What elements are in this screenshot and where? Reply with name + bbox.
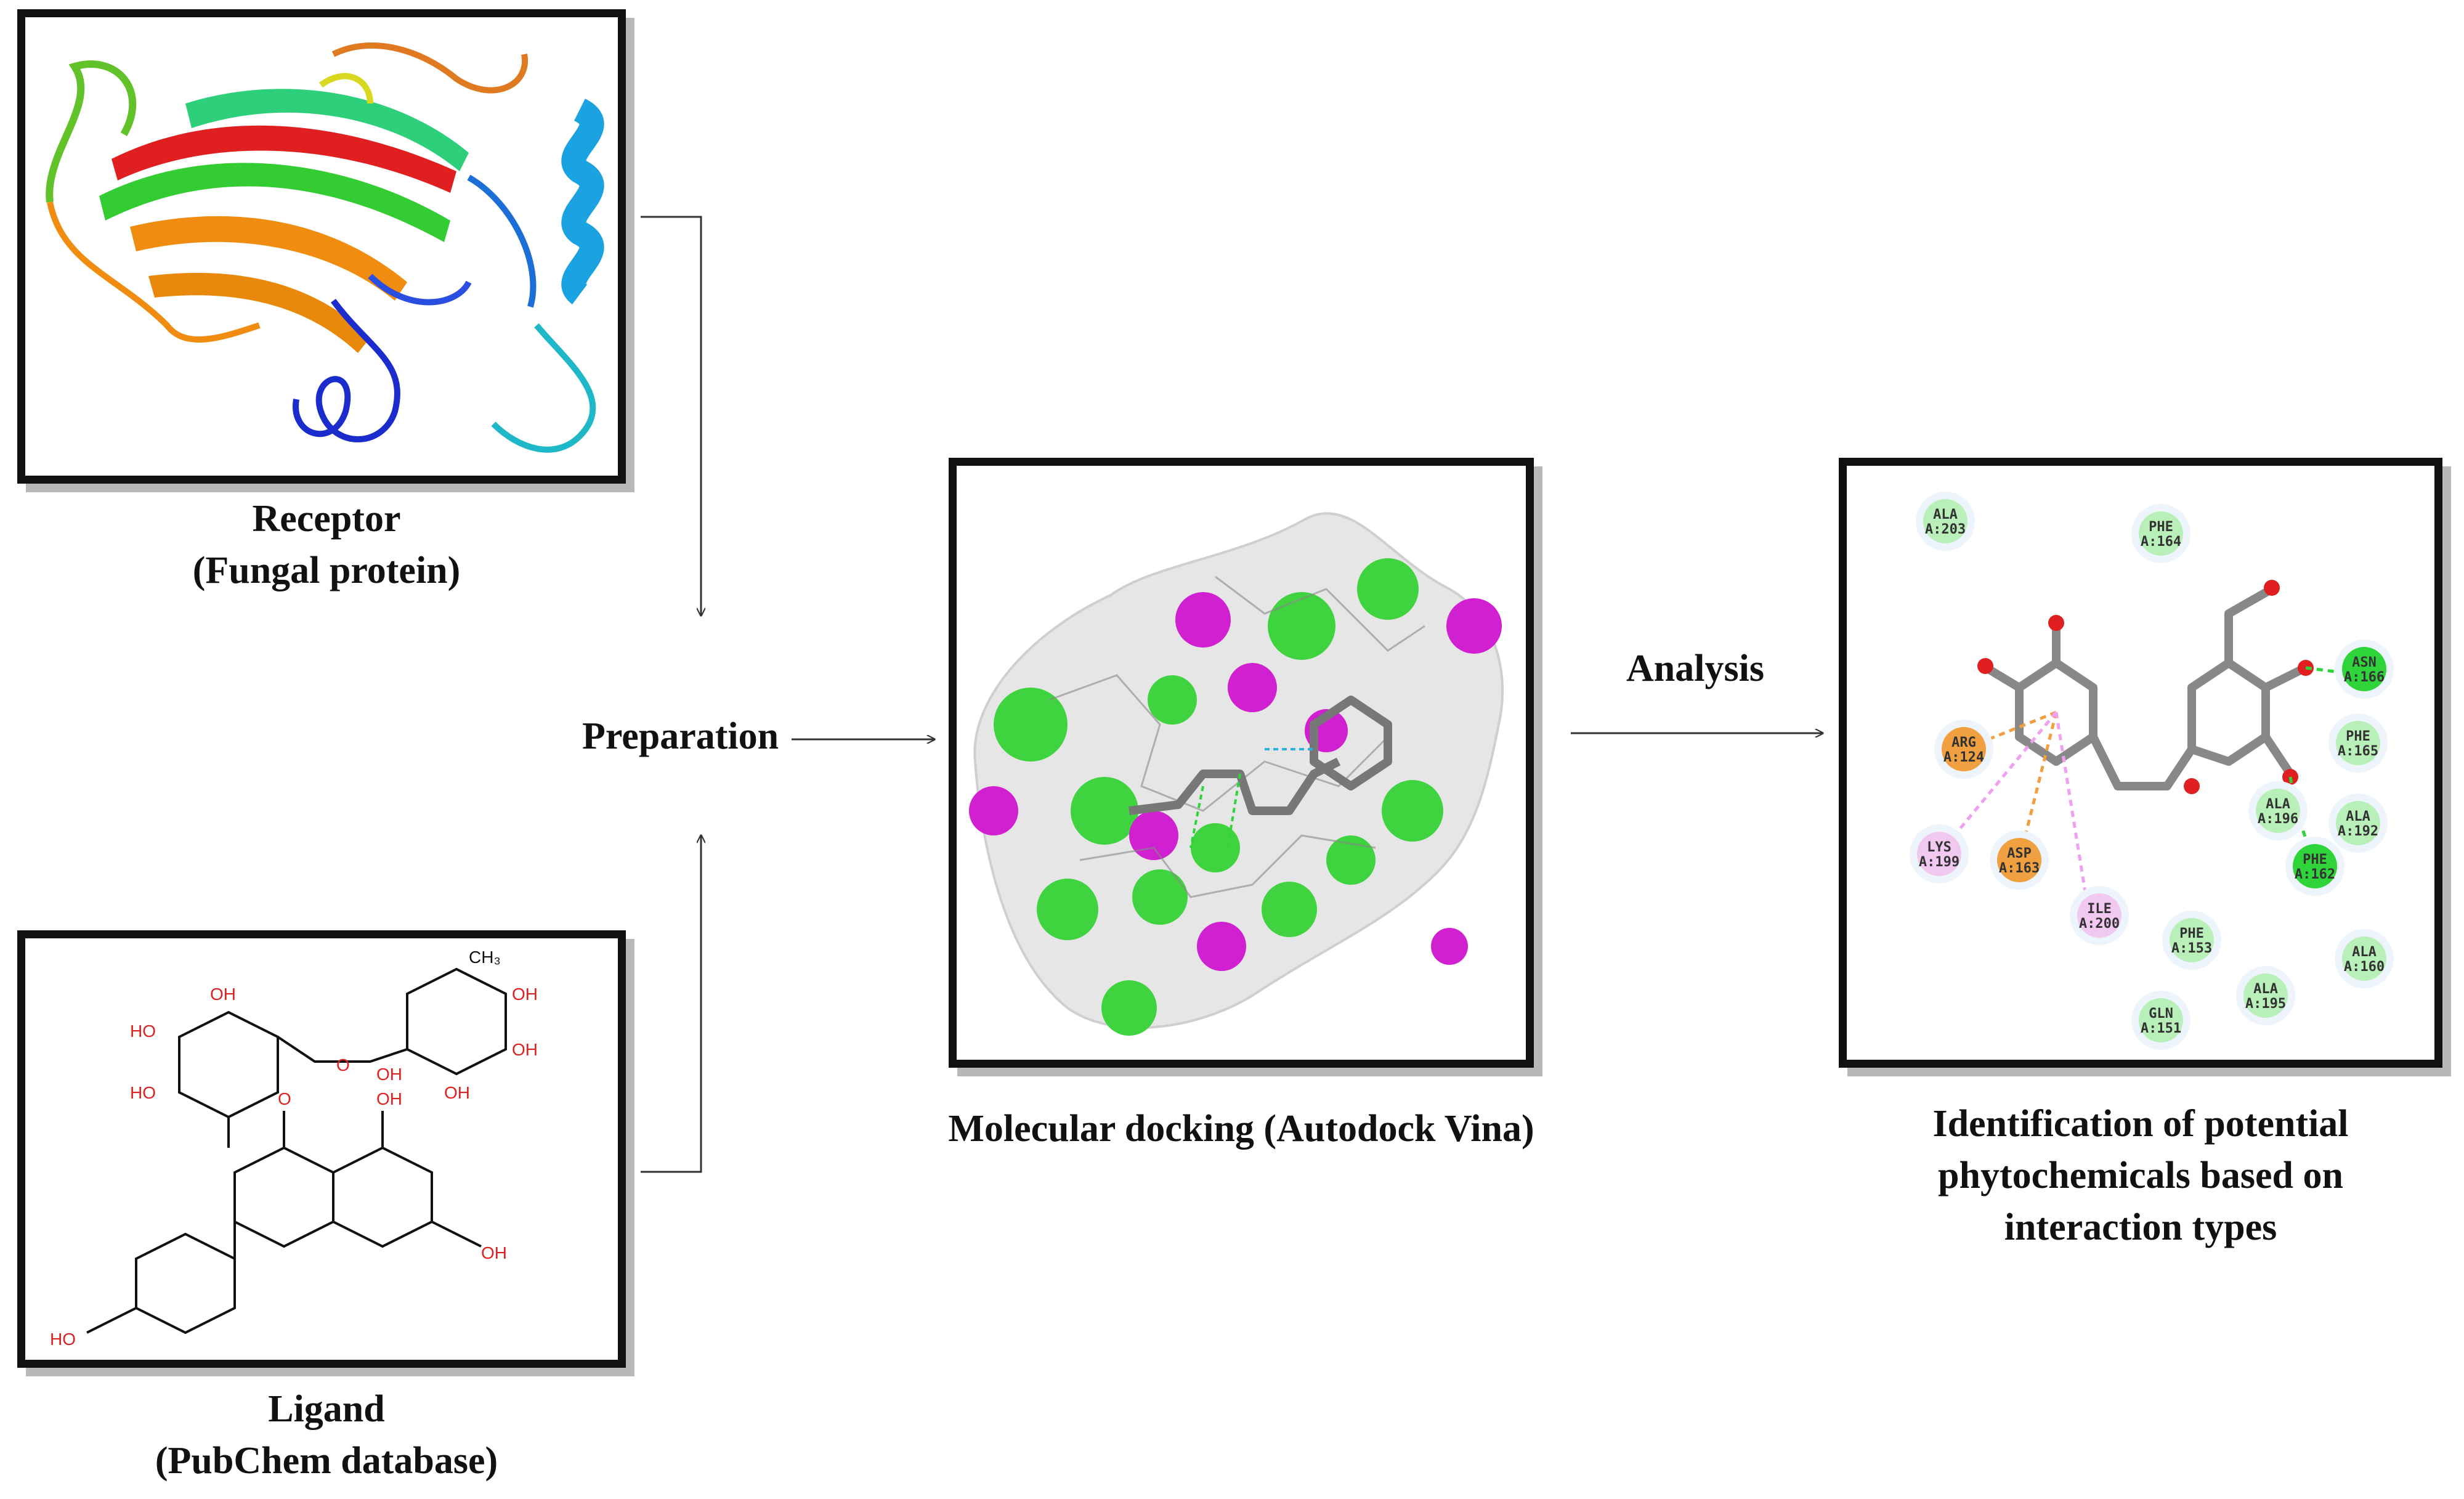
identification-caption-line2: phytochemicals based on [1842, 1150, 2439, 1201]
residue-name-label: ALA [2253, 981, 2278, 997]
identification-caption-line3: interaction types [1842, 1201, 2439, 1253]
residue-name-label: LYS [1927, 840, 1951, 855]
residue-name-label: PHE [2149, 519, 2173, 535]
receptor-to-preparation-arrow [641, 217, 701, 616]
residue-name-label: PHE [2303, 852, 2327, 867]
residue-name-label: ALA [2352, 944, 2377, 960]
ligand-caption: Ligand (PubChem database) [111, 1383, 542, 1487]
residue-id-label: A:163 [1999, 861, 2040, 876]
residue-id-label: A:164 [2141, 534, 2181, 550]
protein-ribbon-icon [25, 17, 618, 476]
residue-id-label: A:165 [2338, 744, 2378, 759]
residue-id-label: A:124 [1943, 750, 1984, 765]
oh-label: OH [210, 985, 236, 1004]
residue-name-label: ASN [2352, 655, 2377, 670]
ho-label: HO [50, 1330, 76, 1349]
receptor-panel [17, 9, 626, 484]
o-label: O [336, 1055, 350, 1074]
chemical-structure-icon: CH₃ OH OH OH OH OH HO HO O O OH OH HO [25, 938, 618, 1360]
oh-label: OH [376, 1065, 402, 1084]
oh-label: OH [481, 1243, 507, 1262]
ligand-panel: CH₃ OH OH OH OH OH HO HO O O OH OH HO [17, 930, 626, 1368]
docking-panel [949, 458, 1534, 1068]
residue-id-label: A:151 [2141, 1021, 2181, 1036]
receptor-caption-title: Receptor [142, 493, 511, 545]
residue-id-label: A:160 [2344, 959, 2385, 975]
residue-name-label: ASP [2007, 846, 2032, 861]
receptor-caption-source: (Fungal protein) [142, 545, 511, 596]
analysis-label: Analysis [1626, 647, 1764, 691]
ligand-caption-title: Ligand [111, 1383, 542, 1435]
oh-label: OH [444, 1083, 470, 1102]
oh-label: OH [512, 1040, 538, 1059]
residue-name-label: ALA [2266, 797, 2290, 812]
residue-name-label: PHE [2179, 926, 2204, 941]
residue-name-label: PHE [2346, 729, 2370, 744]
residue-name-label: ALA [2346, 809, 2370, 824]
residue-id-label: A:166 [2344, 670, 2385, 685]
residue-name-label: ILE [2087, 901, 2112, 917]
residue-id-label: A:196 [2258, 811, 2298, 827]
ch3-label: CH₃ [469, 948, 501, 967]
identification-caption: Identification of potential phytochemica… [1842, 1098, 2439, 1253]
residue-id-label: A:192 [2338, 824, 2378, 839]
preparation-label: Preparation [582, 715, 779, 758]
oh-label: OH [376, 1089, 402, 1108]
residue-id-label: A:199 [1919, 855, 1959, 870]
ligand-to-preparation-arrow [641, 835, 701, 1172]
residue-id-label: A:162 [2295, 867, 2335, 882]
identification-caption-line1: Identification of potential [1842, 1098, 2439, 1150]
residue-name-label: GLN [2149, 1006, 2173, 1022]
receptor-caption: Receptor (Fungal protein) [142, 493, 511, 596]
residue-id-label: A:200 [2079, 916, 2120, 932]
ho-label: HO [130, 1083, 156, 1102]
docking-caption: Molecular docking (Autodock Vina) [924, 1103, 1558, 1155]
residue-id-label: A:153 [2171, 941, 2212, 956]
residue-name-label: ARG [1951, 735, 1976, 750]
o-label: O [278, 1089, 291, 1108]
residue-id-label: A:203 [1925, 522, 1966, 537]
ligand-caption-source: (PubChem database) [111, 1435, 542, 1487]
residue-id-label: A:195 [2245, 996, 2286, 1012]
docking-surface-icon [957, 466, 1526, 1060]
residue-name-label: ALA [1933, 507, 1958, 522]
oh-label: OH [512, 985, 538, 1004]
ho-label: HO [130, 1022, 156, 1041]
